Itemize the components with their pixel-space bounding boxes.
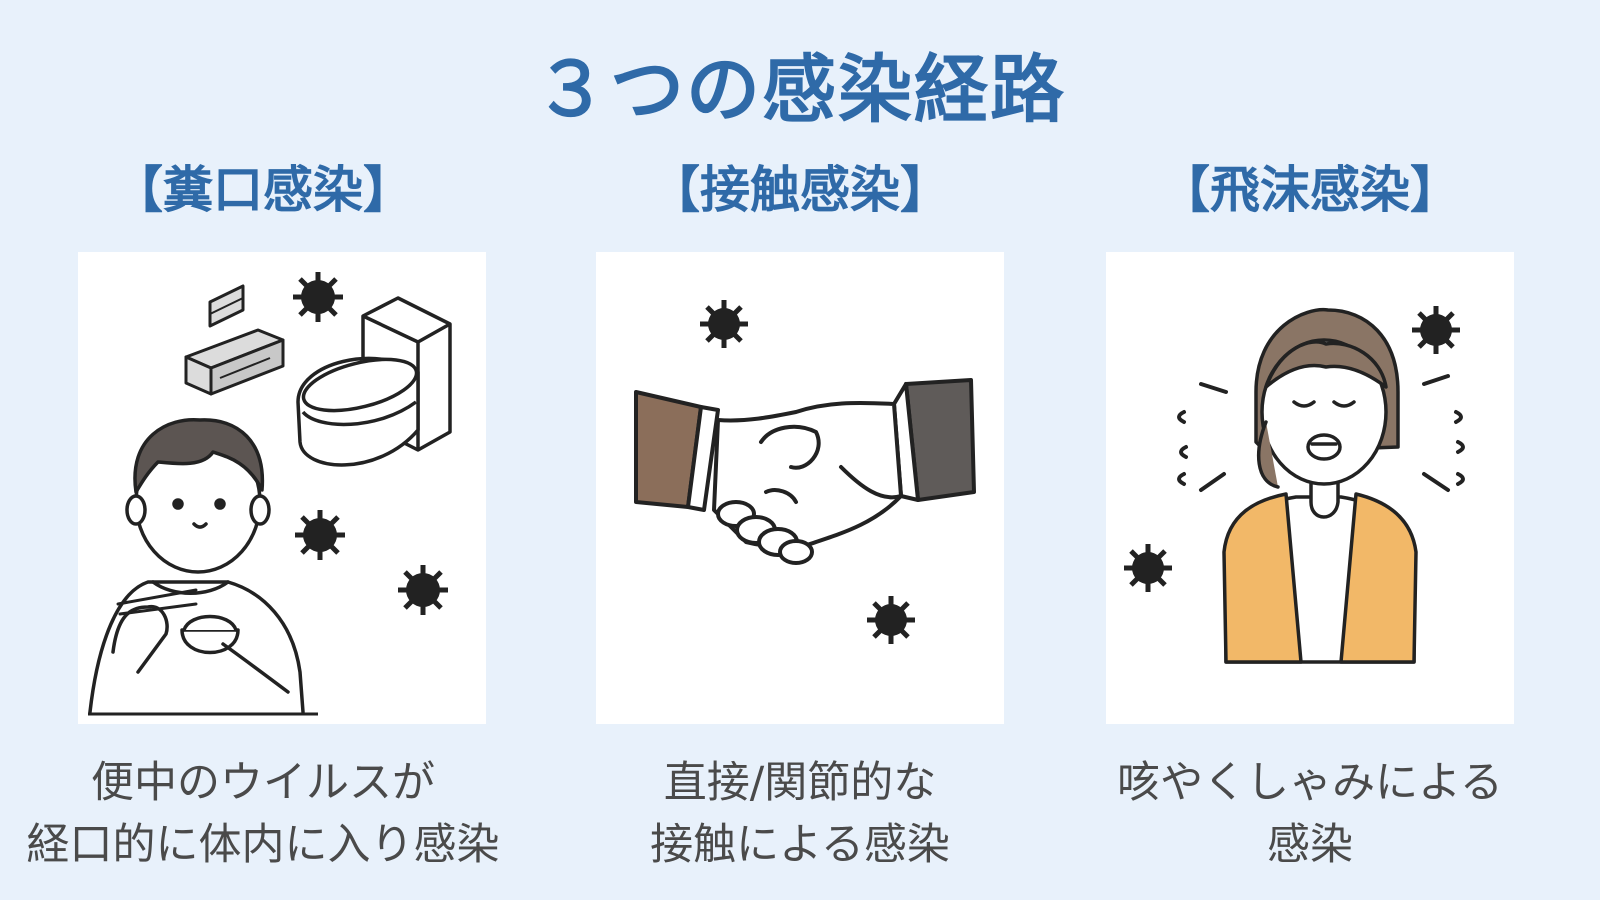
virus-icon [295, 510, 345, 560]
toilet-paper-holder-icon [184, 284, 285, 396]
caption-line: 接触による感染 [650, 820, 950, 870]
column-fecal-oral: 【糞口感染】 [13, 0, 513, 900]
caption-fecal-oral: 便中のウイルスが 経口的に体内に入り感染 [13, 752, 513, 876]
illustration-contact [596, 252, 1004, 724]
illustration-fecal-oral [78, 252, 486, 724]
caption-line: 経口的に体内に入り感染 [26, 820, 500, 870]
caption-droplet: 咳やくしゃみによる 感染 [1060, 752, 1560, 876]
caption-contact: 直接/関節的な 接触による感染 [550, 752, 1050, 876]
heading-contact: 【接触感染】 [650, 161, 950, 219]
caption-line: 便中のウイルスが [91, 758, 435, 808]
virus-icon [1412, 306, 1460, 354]
column-contact: 【接触感染】 [550, 0, 1050, 900]
boy-eating-icon [88, 272, 452, 716]
heading-droplet: 【飛沫感染】 [1160, 161, 1460, 219]
page-title: ３つの感染経路 [534, 47, 1066, 133]
heading-fecal-oral: 【糞口感染】 [113, 161, 413, 219]
virus-icon [867, 596, 915, 644]
caption-line: 咳やくしゃみによる [1117, 758, 1503, 808]
caption-line: 感染 [1267, 820, 1353, 870]
virus-icon [1124, 544, 1172, 592]
toilet-icon [296, 296, 452, 467]
virus-icon [398, 565, 448, 615]
virus-icon [293, 272, 343, 322]
coughing-woman-icon [1124, 306, 1465, 664]
caption-line: 直接/関節的な [663, 758, 937, 808]
column-droplet: 【飛沫感染】 [1060, 0, 1560, 900]
virus-icon [700, 300, 748, 348]
handshake-icon [634, 300, 976, 644]
illustration-droplet [1106, 252, 1514, 724]
